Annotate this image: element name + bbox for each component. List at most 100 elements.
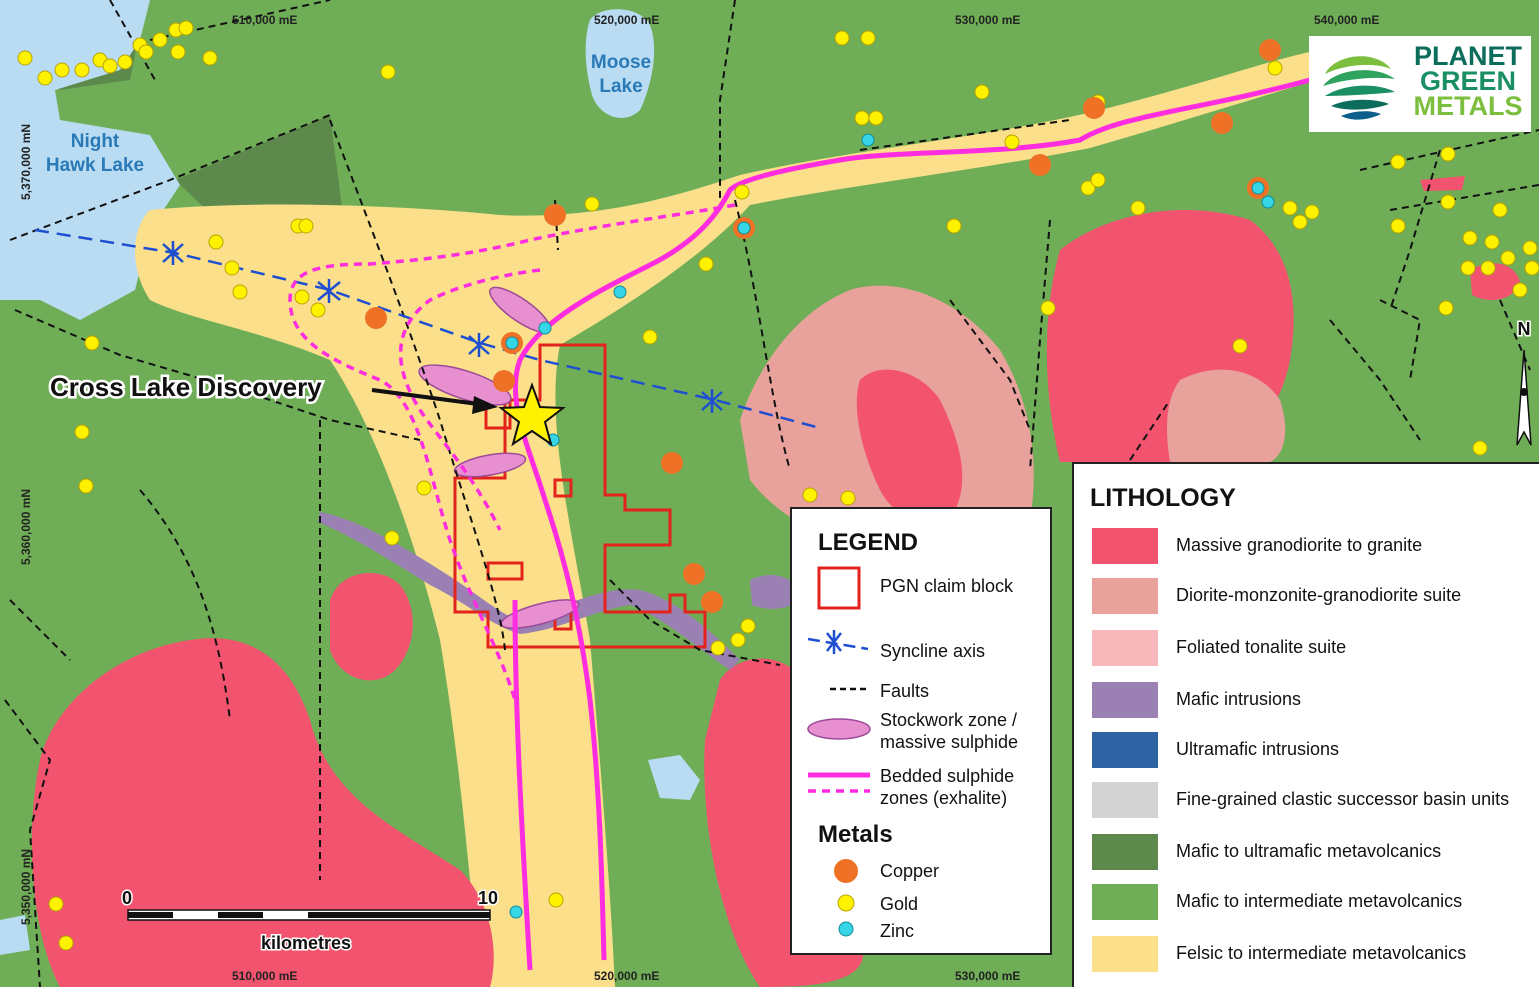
discovery-arrowhead [472, 396, 498, 414]
zinc-occurrence [505, 336, 519, 350]
gold-occurrence [117, 54, 133, 70]
stockwork-symbol [807, 718, 871, 740]
mafic-ultramafic-patch [175, 115, 345, 232]
stockwork-zone-2 [418, 364, 512, 406]
gold-icon [837, 894, 855, 912]
gold-occurrence [1524, 260, 1539, 276]
coord-left-3: 5,350,000 mN [19, 849, 33, 925]
copper-occurrence [1083, 97, 1105, 119]
logo-word-1: PLANET [1414, 41, 1522, 71]
zinc-occurrence [1261, 195, 1275, 209]
mafic-intrusion-2 [750, 575, 800, 609]
zinc-occurrence [613, 285, 627, 299]
gold-occurrence [202, 50, 218, 66]
coord-bottom-3: 530,000 mE [955, 969, 1020, 983]
gold-occurrence [1460, 260, 1476, 276]
gold-occurrence [58, 935, 74, 951]
copper-occurrence [701, 591, 723, 613]
coord-bottom-1: 510,000 mE [232, 969, 297, 983]
discovery-star [498, 382, 566, 447]
moose-lake-label-2: Lake [599, 76, 642, 97]
gold-occurrence [1438, 300, 1454, 316]
zinc-occurrence [861, 133, 875, 147]
claim-block-small [486, 561, 524, 581]
moose-lake [585, 9, 655, 118]
gold-occurrence [170, 44, 186, 60]
granite-east-small-2 [1420, 176, 1465, 191]
lithology-label: Mafic to ultramafic metavolcanics [1176, 841, 1442, 861]
copper-occurrence [365, 307, 387, 329]
gold-occurrence [74, 424, 90, 440]
granite-core [856, 369, 963, 521]
gold-occurrence [384, 530, 400, 546]
coord-top-1: 510,000 mE [232, 13, 297, 27]
lithology-label: Mafic to intermediate metavolcanics [1176, 891, 1463, 911]
lithology-label: Fine-grained clastic successor basin uni… [1176, 789, 1510, 809]
gold-occurrence [946, 218, 962, 234]
legend-syncline-label: Syncline axis [880, 641, 986, 661]
lithology-label: Diorite-monzonite-granodiorite suite [1176, 585, 1462, 605]
zinc-occurrences [505, 133, 1275, 919]
gold-occurrence [642, 329, 658, 345]
coord-left-1: 5,370,000 mN [19, 124, 33, 200]
gold-occurrence [102, 58, 118, 74]
scale-bar [127, 909, 491, 921]
lithology-label: Felsic to intermediate metavolcanics [1176, 943, 1467, 963]
lithology-swatch [1092, 782, 1158, 818]
gold-occurrence [740, 618, 756, 634]
gold-occurrence [1232, 338, 1248, 354]
copper-occurrences [365, 39, 1281, 613]
granite-southwest [31, 638, 494, 987]
gold-occurrence [48, 896, 64, 912]
gold-occurrence [860, 30, 876, 46]
legend-metals-title: Metals [818, 821, 893, 848]
gold-occurrence [208, 234, 224, 250]
lithology-label: Ultramafic intrusions [1176, 739, 1340, 759]
gold-occurrence [734, 184, 750, 200]
gold-occurrence [310, 302, 326, 318]
gold-occurrence [84, 335, 100, 351]
gold-occurrence [548, 892, 564, 908]
gold-occurrence [1282, 200, 1298, 216]
copper-occurrence [1211, 112, 1233, 134]
coord-left-2: 5,360,000 mN [19, 489, 33, 565]
gold-occurrence [178, 20, 194, 36]
night-hawk-lake-label-2: Hawk Lake [46, 155, 144, 176]
lithology-swatch [1092, 884, 1158, 920]
legend-faults-label: Faults [880, 681, 930, 701]
zinc-occurrence [1251, 181, 1265, 195]
north-arrow: N [1516, 318, 1532, 446]
gold-occurrence [1484, 234, 1500, 250]
copper-occurrence [493, 370, 515, 392]
gold-occurrence [232, 284, 248, 300]
gold-occurrence [152, 32, 168, 48]
lithology-panel: LITHOLOGY Massive granodiorite to granit… [1072, 462, 1539, 987]
claim-block-small-2 [553, 478, 573, 498]
legend-gold-label: Gold [880, 894, 919, 914]
legend-bedded-label: Bedded sulphide [880, 766, 1015, 786]
moose-lake-label: Moose [591, 52, 651, 73]
stockwork-zone-3 [453, 452, 527, 478]
zinc-occurrence [509, 905, 523, 919]
scale-unit: kilometres [261, 933, 351, 953]
gold-occurrence [698, 256, 714, 272]
lithology-swatch [1092, 732, 1158, 768]
coord-top-3: 530,000 mE [955, 13, 1020, 27]
gold-occurrence [1500, 250, 1516, 266]
logo-word-3: METALS [1413, 91, 1523, 121]
night-hawk-lake-label: Night [71, 131, 120, 152]
gold-occurrence [298, 218, 314, 234]
gold-occurrence [224, 260, 240, 276]
syncline-symbol [807, 630, 869, 654]
gold-occurrence [78, 478, 94, 494]
gold-occurrence [1512, 282, 1528, 298]
lithology-title: LITHOLOGY [1090, 484, 1236, 512]
zinc-occurrence [737, 221, 751, 235]
coord-top-2: 520,000 mE [594, 13, 659, 27]
coord-bottom-2: 520,000 mE [594, 969, 659, 983]
gold-occurrences [17, 20, 1539, 951]
gold-occurrence [17, 50, 33, 66]
discovery-label: Cross Lake Discovery [50, 372, 322, 402]
gold-occurrence [1130, 200, 1146, 216]
gold-occurrence [1522, 240, 1538, 256]
